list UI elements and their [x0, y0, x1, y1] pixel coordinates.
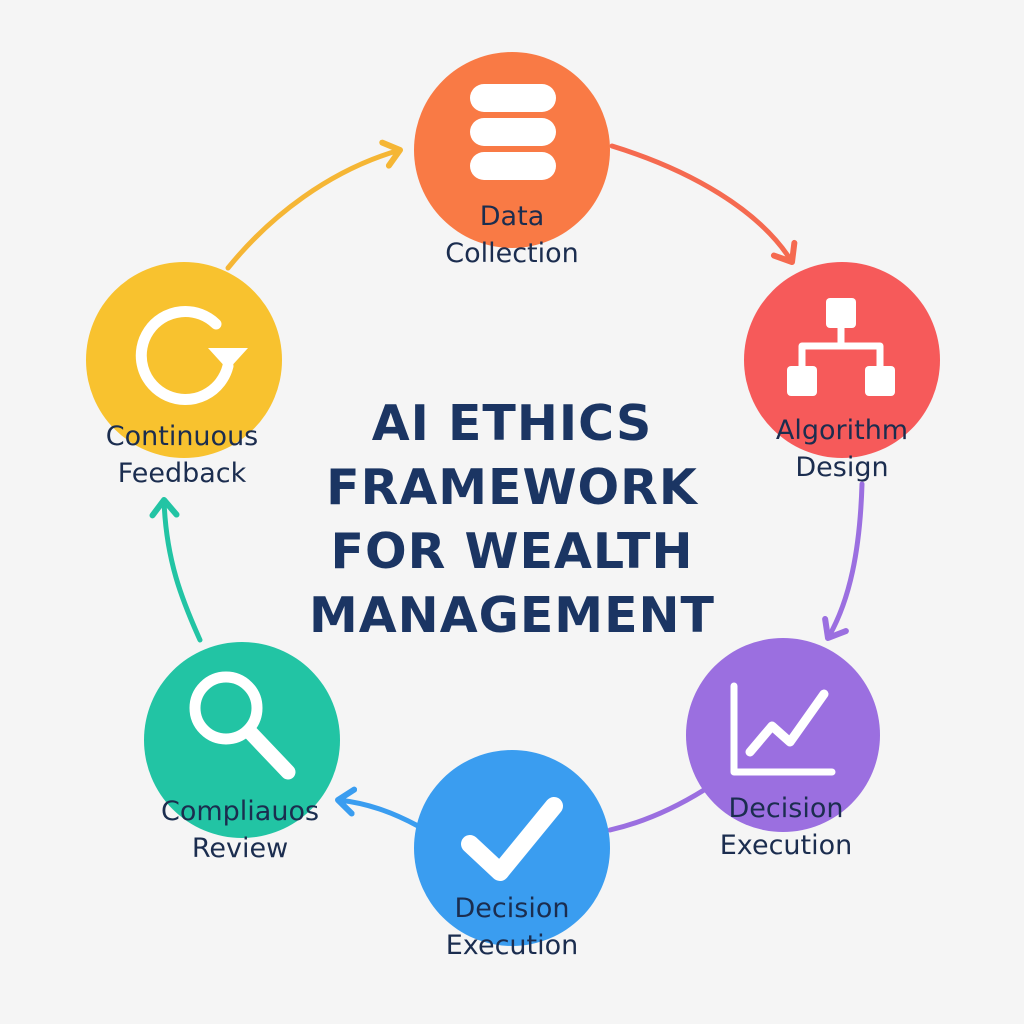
title-line: FRAMEWORK [326, 459, 698, 516]
arrow-feedback-to-data [225, 139, 403, 271]
connector-decision-purple-to-blue [607, 787, 707, 833]
line-chart-icon [730, 682, 836, 776]
hierarchy-icon [787, 298, 895, 396]
node-algorithm-design [744, 262, 940, 458]
node-decision-execution-purple [686, 638, 880, 832]
title-line: FOR WEALTH [330, 523, 694, 580]
step-label: Compliauos Review [160, 796, 320, 864]
step-label: Data Collection [445, 201, 579, 269]
node-continuous-feedback [86, 262, 282, 458]
arrow-decision-to-compliance [335, 786, 421, 829]
step-label: Continuous Feedback [105, 421, 259, 489]
magnifier-icon [189, 671, 296, 780]
node-decision-execution-blue [414, 750, 610, 946]
step-label: Decision Execution [719, 793, 853, 861]
node-data-collection [414, 52, 610, 248]
arrow-compliance-to-feedback [149, 497, 203, 643]
database-icon [470, 84, 556, 180]
step-label: Algorithm Design [775, 415, 909, 483]
checkmark-icon [461, 797, 563, 881]
title-line: AI ETHICS [371, 395, 653, 452]
title-line: MANAGEMENT [309, 587, 715, 644]
arrow-algorithm-to-decision [822, 481, 865, 641]
node-compliance-review [144, 642, 340, 838]
arrow-data-to-algorithm [609, 143, 798, 265]
refresh-icon [135, 306, 248, 405]
step-label: Decision Execution [445, 893, 579, 961]
framework-title: AI ETHICS FRAMEWORK FOR WEALTH MANAGEMEN… [262, 392, 762, 648]
